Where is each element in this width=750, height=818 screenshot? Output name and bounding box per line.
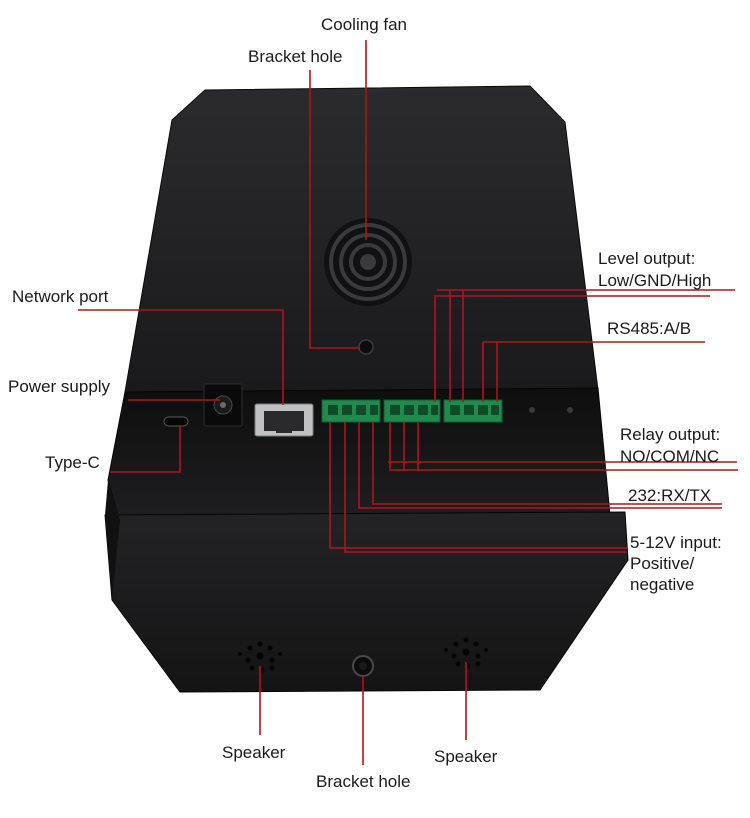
- label-speaker-right: Speaker: [434, 747, 498, 766]
- label-relay-output-line1: Relay output:: [620, 425, 721, 444]
- cooling-fan-icon: [324, 218, 412, 306]
- label-power-supply: Power supply: [8, 377, 111, 396]
- label-speaker-left: Speaker: [222, 743, 286, 762]
- label-input-line3: negative: [630, 575, 695, 594]
- type-c-port-icon: [163, 416, 189, 427]
- label-cooling-fan: Cooling fan: [321, 15, 408, 34]
- speaker-left-icon: [238, 641, 282, 673]
- terminal-block-relay: [383, 399, 441, 423]
- label-rs485: RS485:A/B: [607, 319, 692, 338]
- terminal-block-level: [443, 399, 503, 423]
- label-input-line2: Positive/: [630, 554, 695, 573]
- label-type-c: Type-C: [45, 453, 100, 472]
- leader-lines: [78, 40, 738, 765]
- power-jack-icon: [203, 383, 243, 427]
- label-bracket-hole-bottom: Bracket hole: [316, 772, 411, 791]
- label-level-output-line2: Low/GND/High: [598, 271, 712, 290]
- label-bracket-hole-top: Bracket hole: [248, 47, 343, 66]
- label-level-output-line1: Level output:: [598, 249, 696, 268]
- label-relay-output-line2: NO/COM/NC: [620, 447, 720, 466]
- bracket-hole-top-icon: [358, 339, 374, 355]
- terminal-block-power: [321, 399, 381, 423]
- speaker-right-icon: [444, 637, 488, 669]
- bracket-hole-bottom-icon: [352, 655, 374, 677]
- label-input-line1: 5-12V input:: [630, 533, 722, 552]
- network-port-icon: [254, 403, 314, 437]
- label-network-port: Network port: [12, 287, 109, 306]
- label-rs232: 232:RX/TX: [628, 486, 712, 505]
